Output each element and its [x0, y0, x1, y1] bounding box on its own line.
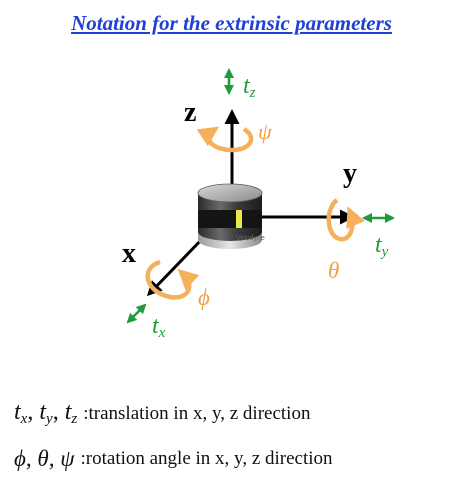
- z-translation-label: tz: [243, 73, 256, 101]
- x-axis-label: x: [122, 238, 136, 269]
- z-rotation-arrow: [196, 126, 254, 153]
- y-rotation-symbol: θ: [328, 258, 339, 283]
- translation-symbols: tx, ty, tz: [14, 399, 78, 427]
- rotation-symbols: ϕ, θ, ψ: [14, 446, 75, 471]
- x-rotation-arrow: [145, 259, 200, 300]
- x-translation-label: tx: [152, 313, 166, 341]
- legend-rotation-row: ϕ, θ, ψ:rotation angle in x, y, z direct…: [14, 446, 333, 476]
- z-rotation-symbol: ψ: [258, 119, 272, 144]
- translation-description: :translation in x, y, z direction: [83, 402, 311, 424]
- x-translation-arrow: [126, 303, 147, 324]
- y-rotation-arrow: [326, 198, 365, 242]
- x-axis-arrow: [146, 234, 207, 297]
- y-axis-label: y: [343, 158, 357, 189]
- figure-title: Notation for the extrinsic parameters: [71, 11, 392, 35]
- lidar-sensor: Velodyne: [197, 183, 265, 249]
- rotation-description: :rotation angle in x, y, z direction: [80, 448, 333, 469]
- legend-translation-row: tx, ty, tz:translation in x, y, z direct…: [14, 399, 310, 429]
- z-axis-label: z: [184, 97, 196, 128]
- x-rotation-symbol: ϕ: [198, 285, 210, 310]
- y-translation-label: ty: [375, 232, 389, 260]
- sensor-brand-label: Velodyne: [236, 235, 265, 242]
